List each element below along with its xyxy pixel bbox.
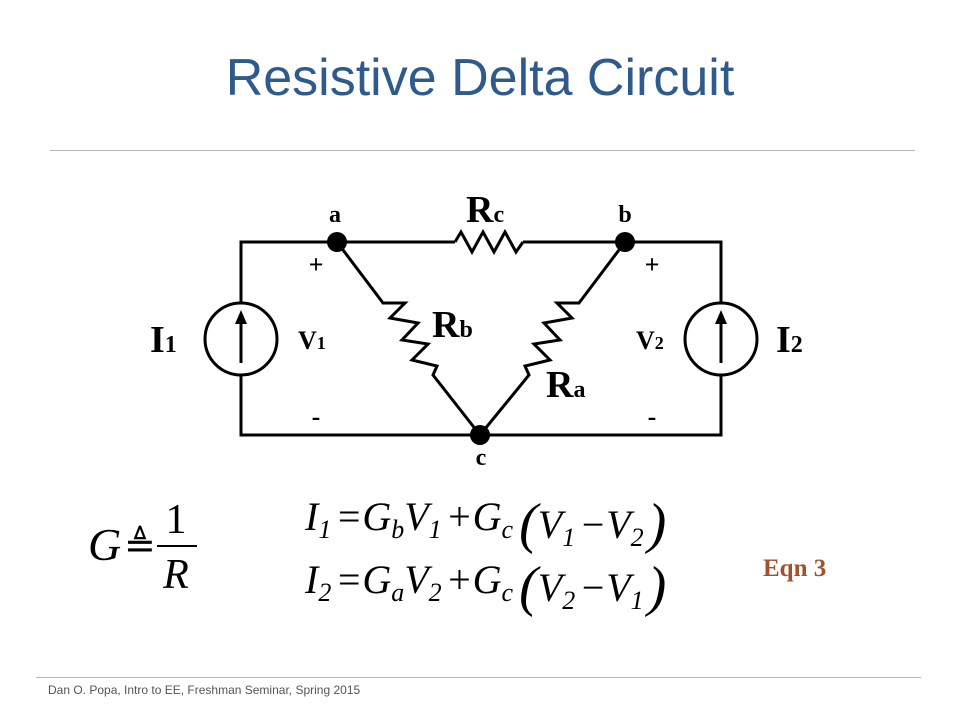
- node-a-dot: [327, 232, 347, 252]
- label-v2: V2: [636, 326, 664, 355]
- equation-1: I1=GbV1+Gc(V1−V2): [304, 493, 666, 555]
- label-i2: I2: [776, 319, 803, 361]
- resistor-ra: [478, 241, 627, 436]
- label-rc: Rc: [466, 189, 504, 231]
- right-wire: [480, 240, 723, 437]
- node-a-label: a: [329, 202, 341, 228]
- resistor-rc: [453, 228, 525, 256]
- node-c-dot: [470, 425, 490, 445]
- slide-title: Resistive Delta Circuit: [225, 49, 735, 107]
- v1-plus: +: [309, 250, 324, 279]
- current-source-i2: [683, 301, 759, 377]
- circuit-wires: [239, 240, 723, 437]
- node-c-label: c: [476, 445, 487, 471]
- v1-minus: -: [312, 402, 321, 431]
- title-divider: [50, 150, 915, 151]
- node-b-label: b: [618, 202, 631, 228]
- resistor-rb: [335, 241, 482, 436]
- def-g: G: [88, 519, 121, 570]
- current-source-i1: [203, 301, 279, 377]
- left-wire: [239, 240, 480, 437]
- v2-minus: -: [648, 402, 657, 431]
- label-v1: V1: [298, 326, 326, 355]
- label-rb: Rb: [432, 304, 473, 346]
- equation-number-label: Eqn 3: [763, 555, 826, 582]
- def-denominator: R: [162, 552, 189, 598]
- footer-divider: [36, 677, 921, 678]
- equation-2: I2=GaV2+Gc(V2−V1): [304, 556, 666, 618]
- label-ra: Ra: [546, 364, 585, 406]
- v2-plus: +: [645, 250, 660, 279]
- label-i1: I1: [150, 319, 177, 361]
- slide-footer: Dan O. Popa, Intro to EE, Freshman Semin…: [48, 683, 361, 697]
- node-b-dot: [615, 232, 635, 252]
- conductance-definition: G ≜ 1 R: [88, 497, 197, 598]
- def-op: ≜: [124, 525, 156, 567]
- def-numerator: 1: [166, 497, 187, 543]
